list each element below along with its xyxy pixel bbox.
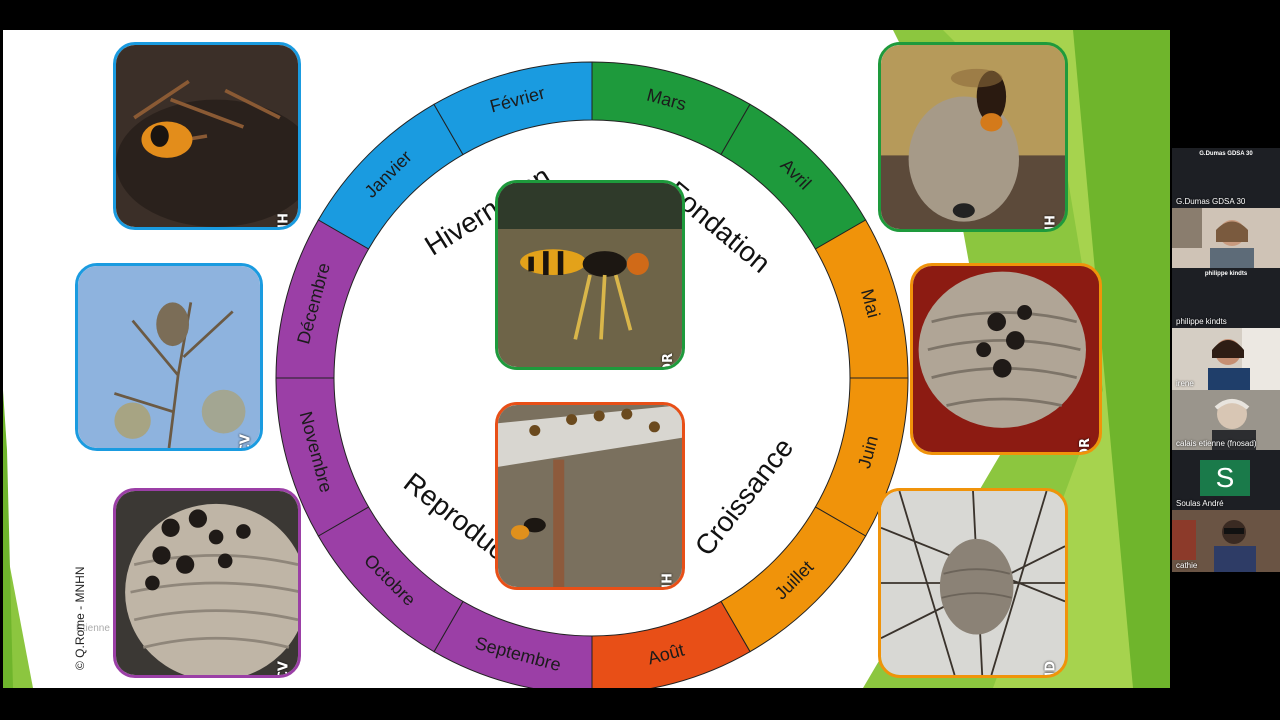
participant-tile[interactable]: calais etienne (fnosad) bbox=[1172, 390, 1280, 450]
month-segment bbox=[275, 219, 370, 379]
participant-name: cathie bbox=[1176, 561, 1198, 570]
participant-tile[interactable]: G.Dumas GDSA 30 G.Dumas GDSA 30 bbox=[1172, 148, 1280, 208]
participants-sidebar: G.Dumas GDSA 30 G.Dumas GDSA 30 philippe… bbox=[1172, 148, 1280, 572]
participant-tile[interactable]: cathie bbox=[1172, 510, 1280, 572]
photo-founding-queen-nest: ©JH bbox=[878, 42, 1068, 232]
photo-asian-hornet-center: ©QR bbox=[495, 180, 685, 370]
phase-label: Croissance bbox=[689, 432, 800, 561]
participant-video bbox=[1172, 328, 1280, 390]
participant-video bbox=[1172, 510, 1280, 572]
photo-nest-in-branches: ©MD bbox=[878, 488, 1068, 678]
participant-tile[interactable]: philippe kindts philippe kindts bbox=[1172, 268, 1280, 328]
participant-name: calais etienne (fnosad) bbox=[1176, 439, 1257, 448]
participant-name: philippe kindts bbox=[1176, 317, 1227, 326]
participant-video bbox=[1172, 208, 1280, 268]
side-photo-credit: © Q.Rome - MNHN bbox=[73, 566, 87, 670]
participant-tile[interactable]: irene bbox=[1172, 328, 1280, 390]
photo-hornet-underground: ©JH bbox=[113, 42, 301, 230]
participant-tile[interactable]: S Soulas André bbox=[1172, 450, 1280, 510]
participant-name: G.Dumas GDSA 30 bbox=[1176, 197, 1246, 206]
photo-nest-cross-section: ©QR bbox=[910, 263, 1102, 455]
participant-name: irene bbox=[1176, 379, 1194, 388]
participant-video bbox=[1172, 390, 1280, 450]
photo-large-nest-hornets: ©CV bbox=[113, 488, 301, 678]
participant-avatar: S bbox=[1200, 460, 1250, 496]
photo-nest-in-tree: ©CV bbox=[75, 263, 263, 451]
photo-hornet-hunting-bees: ©JH bbox=[495, 402, 685, 590]
ghost-text: Etienne bbox=[76, 623, 110, 634]
participant-name: Soulas André bbox=[1176, 499, 1224, 508]
participant-tile[interactable] bbox=[1172, 208, 1280, 268]
